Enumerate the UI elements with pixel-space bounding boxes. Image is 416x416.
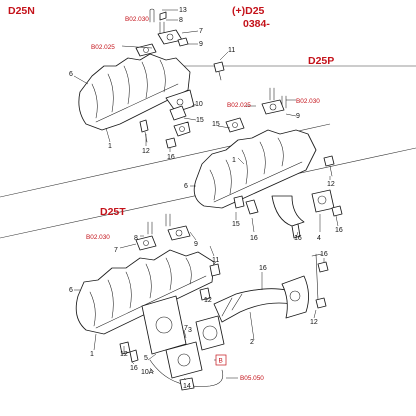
- d25n-manifold: [78, 8, 225, 149]
- d25t-leaders: [74, 231, 325, 381]
- reference-labels: B02.030 B02.025 B02.025 B02.030 B02.030 …: [86, 16, 320, 382]
- callout-7: 7: [184, 325, 188, 332]
- callout-6: 6: [69, 71, 73, 78]
- callout-9: 9: [296, 113, 300, 120]
- callout-11: 11: [228, 47, 235, 54]
- callout-1: 1: [108, 143, 112, 150]
- callout-16: 16: [130, 365, 138, 372]
- d25p-manifold: [193, 87, 343, 239]
- callout-numbers: 13 8 7 9 11 6 10 15 1 12 16 9 15 6 1 12 …: [69, 7, 343, 390]
- callout-7: 7: [199, 28, 203, 35]
- callout-2: 2: [250, 339, 254, 346]
- callout-13: 13: [179, 7, 187, 14]
- callout-16: 16: [250, 235, 258, 242]
- callout-15: 15: [232, 221, 240, 228]
- callout-7: 7: [114, 247, 118, 254]
- d25p-leaders: [190, 99, 339, 239]
- callout-10a: 10A: [141, 369, 154, 376]
- callout-5: 5: [144, 355, 148, 362]
- callout-1: 1: [90, 351, 94, 358]
- d25n-leaders: [73, 9, 229, 152]
- callout-12: 12: [142, 148, 150, 155]
- callout-6: 6: [69, 287, 73, 294]
- callout-16: 16: [335, 227, 343, 234]
- ref-box-b-letter: B: [219, 358, 223, 365]
- callout-1: 1: [232, 157, 236, 164]
- ref-d25t-b05050: B05.050: [240, 375, 264, 382]
- callout-12: 12: [310, 319, 318, 326]
- callout-15: 15: [212, 121, 220, 128]
- callout-12: 12: [204, 297, 212, 304]
- callout-3: 3: [188, 327, 192, 334]
- section-title-d25-line2: 0384-: [243, 18, 270, 30]
- section-title-d25-line1: (+)D25: [232, 5, 265, 17]
- callout-10: 10: [195, 101, 203, 108]
- callout-4: 4: [317, 235, 321, 242]
- callout-9: 9: [194, 241, 198, 248]
- callout-16: 16: [259, 265, 267, 272]
- callout-16: 16: [320, 251, 328, 258]
- section-title-d25n: D25N: [8, 5, 35, 17]
- callout-14: 14: [183, 383, 191, 390]
- callout-16: 16: [294, 235, 302, 242]
- section-title-d25t: D25T: [100, 206, 126, 218]
- ref-d25p-b02025: B02.025: [227, 102, 251, 109]
- callout-6: 6: [184, 183, 188, 190]
- callout-9: 9: [199, 41, 203, 48]
- callout-12: 12: [327, 181, 335, 188]
- ref-d25t-b02030: B02.030: [86, 234, 110, 241]
- section-dividers: [0, 65, 416, 239]
- callout-16: 16: [167, 154, 175, 161]
- callout-8: 8: [179, 17, 183, 24]
- callout-15: 15: [196, 117, 204, 124]
- callout-12: 12: [120, 351, 128, 358]
- ref-d25n-b02030: B02.030: [125, 16, 149, 23]
- callout-11: 11: [212, 257, 219, 264]
- ref-d25n-b02025: B02.025: [91, 44, 115, 51]
- d25t-manifold: [75, 213, 329, 391]
- ref-box-b: [215, 354, 227, 366]
- ref-d25p-b02030: B02.030: [296, 98, 320, 105]
- section-title-d25p: D25P: [308, 55, 334, 67]
- callout-8: 8: [134, 235, 138, 242]
